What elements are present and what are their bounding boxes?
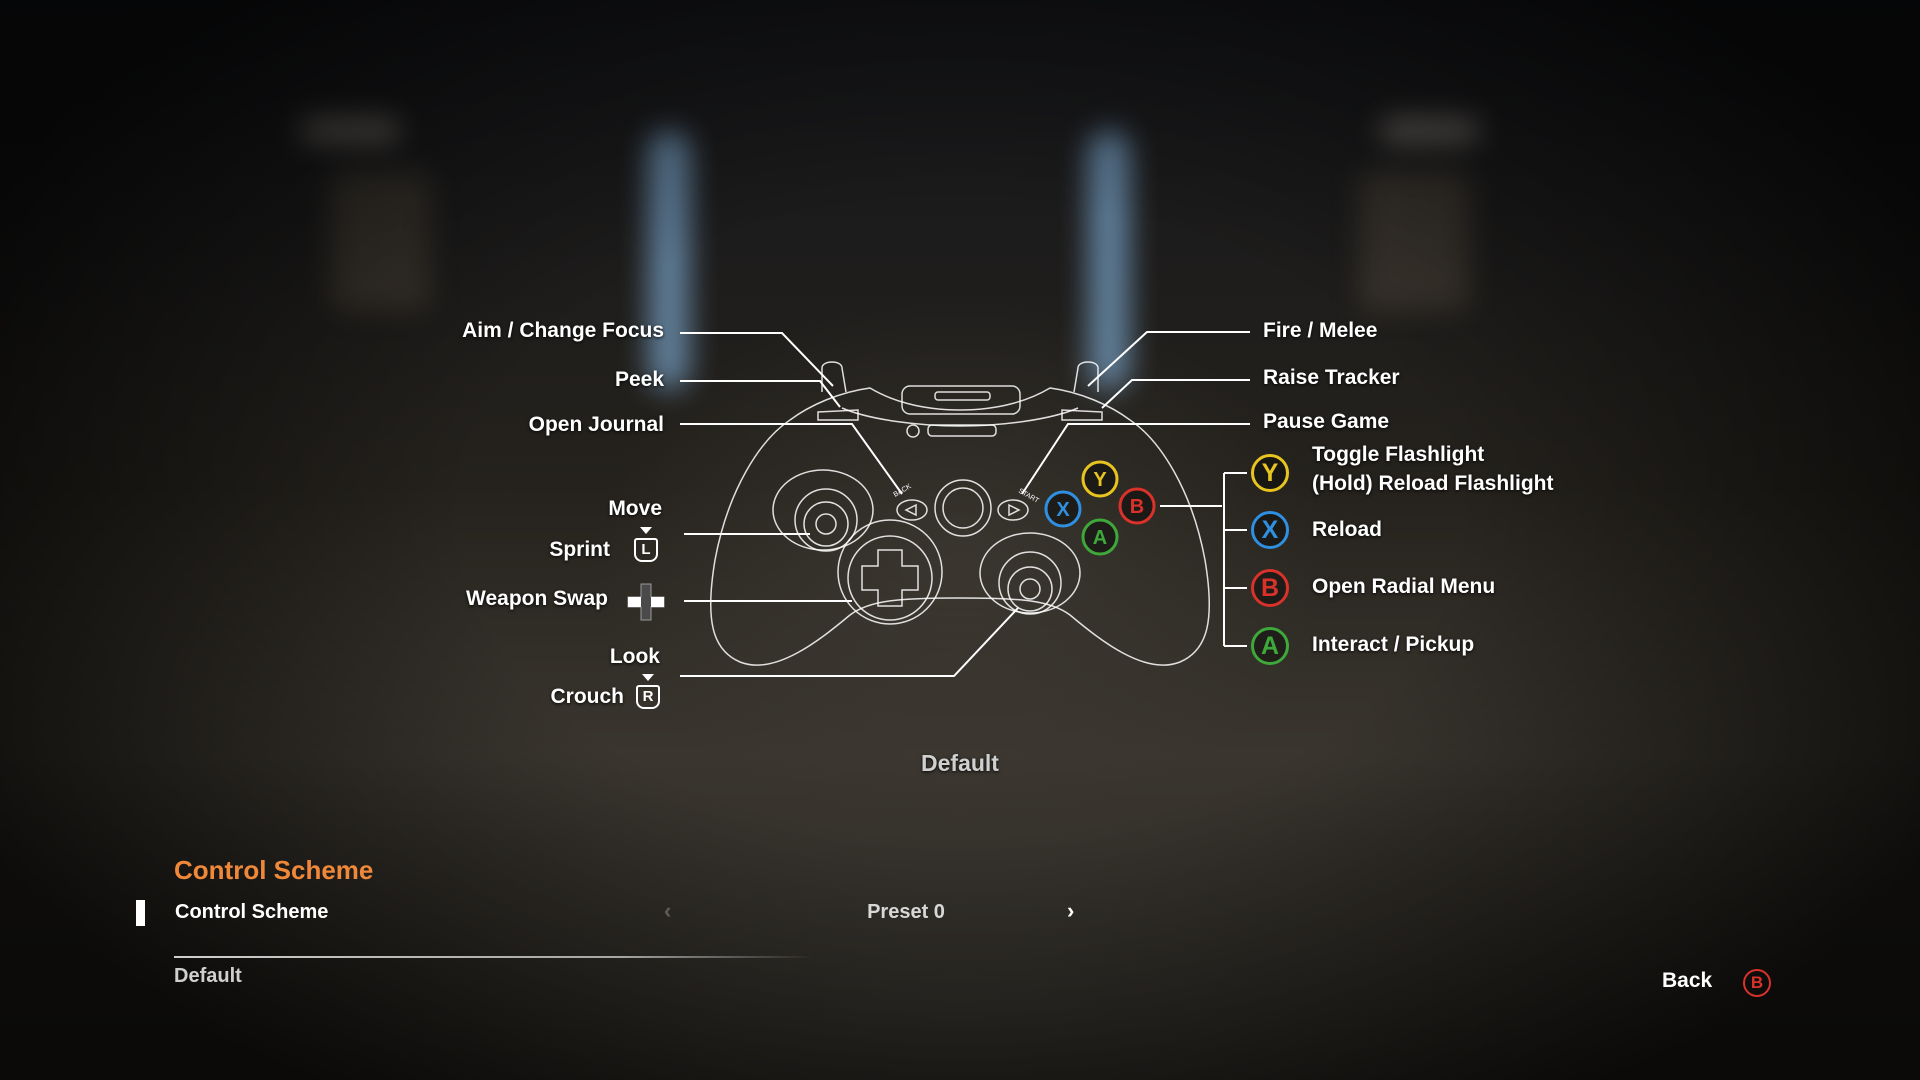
scheme-preview-label: Default [921, 750, 999, 776]
label-pause-game: Pause Game [1263, 410, 1390, 433]
label-peek: Peek [614, 368, 664, 391]
label-reload: Reload [1312, 518, 1383, 541]
stick-press-down-icon-right [642, 674, 654, 681]
leader-journal [680, 423, 903, 495]
label-open-journal: Open Journal [528, 413, 664, 436]
guide-button-ring [934, 479, 992, 537]
controller-port [901, 385, 1021, 415]
right-stick-ring [979, 532, 1081, 614]
option-underline [174, 956, 814, 958]
label-fire-melee: Fire / Melee [1263, 319, 1378, 342]
previous-arrow-icon[interactable]: ‹ [664, 898, 672, 923]
dpad-ring [837, 519, 943, 625]
x-button-icon: X [1251, 511, 1289, 549]
right-trigger-shape [1073, 361, 1099, 393]
dpad-cross [861, 549, 919, 607]
controller-bumper-line [841, 407, 1079, 427]
left-bumper-shape [817, 409, 859, 421]
stick-press-down-icon [640, 527, 652, 534]
leader-peek [680, 380, 841, 408]
label-aim-change-focus: Aim / Change Focus [462, 319, 664, 342]
right-bumper-shape [1061, 409, 1103, 421]
label-weapon-swap: Weapon Swap [466, 587, 608, 610]
next-arrow-icon[interactable]: › [1067, 898, 1075, 923]
y-button-icon: Y [1251, 454, 1289, 492]
a-button-icon: A [1251, 627, 1289, 665]
label-toggle-flashlight: Toggle Flashlight [1312, 443, 1485, 466]
controller-x-glyph: X [1056, 499, 1070, 521]
option-label: Control Scheme [175, 901, 329, 923]
label-look: Look [609, 645, 660, 668]
leader-tracker [1101, 379, 1250, 409]
left-stick-ring [772, 469, 874, 551]
left-trigger-shape [821, 361, 847, 393]
controller-body-outline [710, 387, 1210, 666]
controller-b-glyph: B [1130, 496, 1144, 518]
controller-a-glyph: A [1093, 527, 1107, 549]
selection-marker [136, 900, 145, 926]
back-button[interactable]: Back [1662, 969, 1713, 992]
label-open-radial-menu: Open Radial Menu [1312, 575, 1496, 598]
leader-look [680, 607, 1019, 677]
leader-fire [1087, 331, 1250, 387]
b-button-prompt-icon[interactable]: B [1743, 969, 1771, 997]
right-trigger-icon: R [636, 685, 660, 709]
start-button-tag: START [1017, 488, 1040, 506]
label-interact-pickup: Interact / Pickup [1312, 633, 1475, 656]
label-sprint: Sprint [549, 538, 610, 561]
label-raise-tracker: Raise Tracker [1263, 366, 1400, 389]
leader-pause [1021, 423, 1250, 495]
label-crouch: Crouch [550, 685, 625, 708]
label-reload-flashlight: (Hold) Reload Flashlight [1312, 472, 1554, 495]
control-scheme-option-row[interactable]: Control Scheme ‹ Preset 0 › [136, 898, 1086, 934]
label-move: Move [608, 497, 662, 520]
leader-aim [680, 332, 834, 387]
b-button-icon: B [1251, 569, 1289, 607]
option-description: Default [174, 965, 242, 987]
dpad-icon [627, 583, 665, 621]
left-trigger-icon: L [634, 538, 658, 562]
section-title: Control Scheme [174, 855, 374, 885]
option-value: Preset 0 [867, 901, 945, 923]
controller-y-glyph: Y [1093, 469, 1107, 491]
